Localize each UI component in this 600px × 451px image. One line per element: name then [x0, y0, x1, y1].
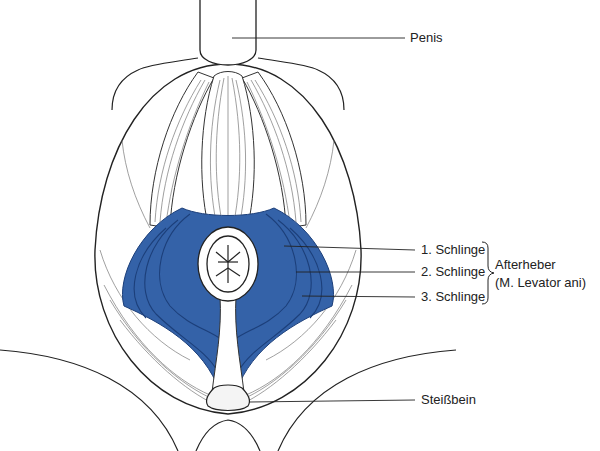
- part-label: 2. Schlinge: [421, 263, 485, 281]
- leader-line: [284, 246, 415, 250]
- part-label: Penis: [410, 29, 443, 47]
- muscle-label: Afterheber (M. Levator ani): [495, 256, 597, 292]
- part-label: Steißbein: [421, 391, 476, 409]
- levator-ani: [122, 208, 333, 392]
- buttock-cleft: [196, 420, 260, 451]
- line-spacer: [569, 256, 597, 274]
- anococcygeal-ligament: [212, 296, 244, 392]
- part-label: 3. Schlinge: [421, 288, 485, 306]
- leader-line: [296, 272, 415, 273]
- perineal-muscles: [122, 72, 334, 229]
- body-outline: [0, 58, 456, 451]
- anus: [198, 227, 258, 301]
- part-label: 1. Schlinge: [421, 241, 485, 259]
- leader-lines: [232, 38, 415, 402]
- leader-line: [250, 400, 415, 402]
- leader-line: [232, 38, 405, 39]
- perineum-outline: [95, 64, 361, 414]
- coccyx: [206, 385, 249, 411]
- penis: [200, 0, 256, 65]
- leader-line: [302, 296, 415, 297]
